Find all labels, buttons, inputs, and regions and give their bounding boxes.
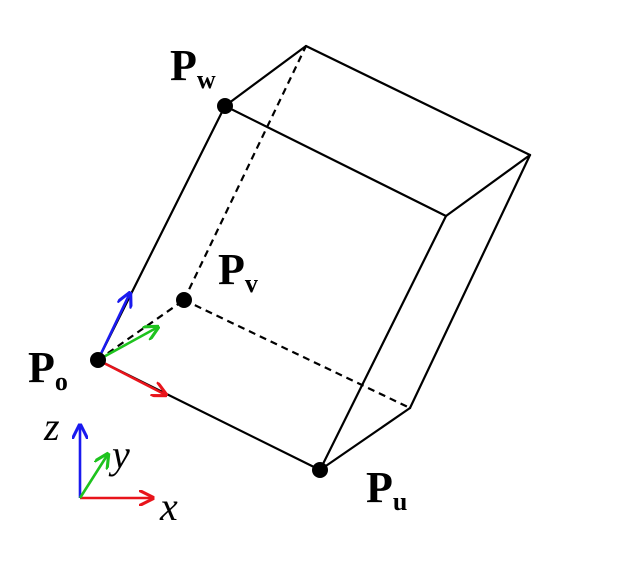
vertex-pv [176,292,192,308]
u-vector-arrow [97,358,166,395]
edge-pv-pvw [183,45,307,301]
label-pu-sub: u [393,487,407,516]
vertex-pw [217,98,233,114]
edge-pw-puw [223,104,448,218]
label-pv-sub: v [245,269,258,298]
edge-pvw-puvw [304,44,532,157]
label-pw: Pw [170,41,216,94]
basis-vectors [96,293,166,395]
w-vector-arrow [96,293,130,361]
edge-pv-puv [183,299,411,409]
edge-puw-puvw [444,153,532,218]
vertex-pu [312,462,328,478]
y-axis-arrow [78,454,108,499]
x-axis-label: x [159,484,178,529]
z-axis-label: z [43,404,60,449]
edge-po-pv [97,299,185,361]
label-pw-sub: w [197,65,216,94]
label-po: Po [28,343,68,396]
point-labels: Po Pu Pv Pw [28,41,407,516]
label-pu-main: P [366,463,393,512]
label-po-main: P [28,343,55,392]
edge-pu-puw [318,214,448,472]
vertices [90,98,328,478]
label-po-sub: o [55,367,68,396]
edge-puv-puvw [408,153,532,410]
visible-edges [96,44,532,472]
label-pv-main: P [218,245,245,294]
label-pu: Pu [366,463,407,516]
label-pv: Pv [218,245,258,298]
y-axis-label: y [108,432,130,477]
label-pw-main: P [170,41,197,90]
vertex-po [90,352,106,368]
global-axes: x y z [43,404,178,529]
v-vector-arrow [97,327,158,362]
hidden-edges [97,45,411,409]
edge-pu-puv [318,406,412,472]
edge-pw-pvw [223,44,308,108]
